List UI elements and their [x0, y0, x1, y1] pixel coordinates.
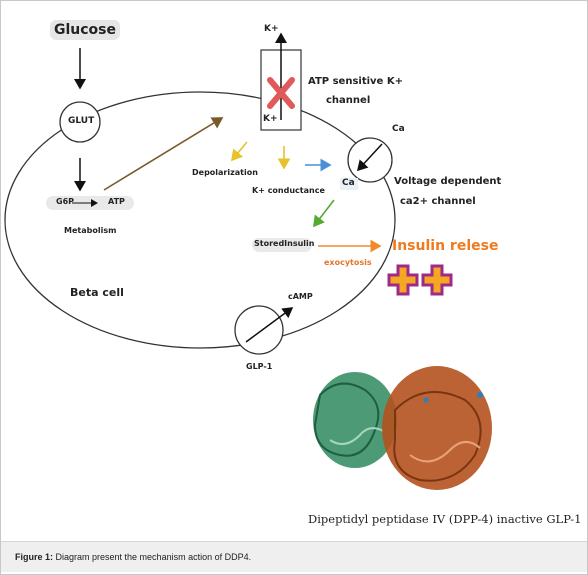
- glucose-label: Glucose: [50, 20, 121, 40]
- glut-label: GLUT: [68, 116, 95, 126]
- atp-label: ATP: [108, 197, 125, 206]
- ca-inner-box: [340, 178, 358, 190]
- depolarization-arrow: [230, 141, 248, 162]
- depolarization-label: Depolarization: [192, 168, 258, 177]
- camp-label: cAMP: [288, 292, 313, 301]
- beta-cell-membrane: [4, 91, 396, 349]
- figure-caption: Figure 1: Diagram present the mechanism …: [1, 541, 587, 572]
- beta-cell-label: Beta cell: [70, 286, 124, 299]
- camp-arrow: [245, 307, 294, 343]
- glp1-receptor: [234, 305, 284, 355]
- caption-prefix: Figure 1:: [15, 552, 54, 562]
- glp1-label: GLP-1: [246, 362, 273, 371]
- dpp4-label: Dipeptidyl peptidase IV (DPP-4) inactive…: [308, 512, 582, 526]
- atp-to-kchannel-arrow: [103, 117, 224, 191]
- stored-insulin-label: StoredInsulin: [254, 239, 315, 248]
- caption-text: Diagram present the mechanism action of …: [53, 552, 252, 562]
- k-conductance-label: K+ conductance: [252, 186, 325, 195]
- exocytosis-label: exocytosis: [324, 258, 372, 267]
- ca-influx-arrow: [356, 143, 383, 172]
- insulin-granule-icon: [421, 264, 453, 296]
- metabolism-label: Metabolism: [64, 226, 117, 235]
- ca-top-label: Ca: [392, 124, 405, 134]
- stored-insulin-box: [252, 238, 312, 252]
- ca-channel: [347, 137, 393, 183]
- glut-transporter: [59, 101, 101, 143]
- g6p-label: G6P: [56, 197, 74, 206]
- ca-to-insulin-arrow: [313, 199, 335, 228]
- k-top-label: K+: [264, 24, 279, 34]
- k-bottom-label: K+: [263, 114, 278, 124]
- insulin-granule-icon: [387, 264, 419, 296]
- voltage-channel-label-line1: Voltage dependent: [394, 176, 502, 187]
- insulin-release-label: Insulin relese: [392, 238, 499, 254]
- ca-inner-label: Ca: [342, 178, 355, 188]
- atp-channel-label-line1: ATP sensitive K+: [308, 76, 403, 87]
- voltage-channel-label-line2: ca2+ channel: [400, 196, 476, 207]
- dpp4-protein-illustration: [313, 366, 492, 490]
- atp-channel-label-line2: channel: [326, 95, 371, 106]
- blocked-x-icon: [267, 77, 295, 109]
